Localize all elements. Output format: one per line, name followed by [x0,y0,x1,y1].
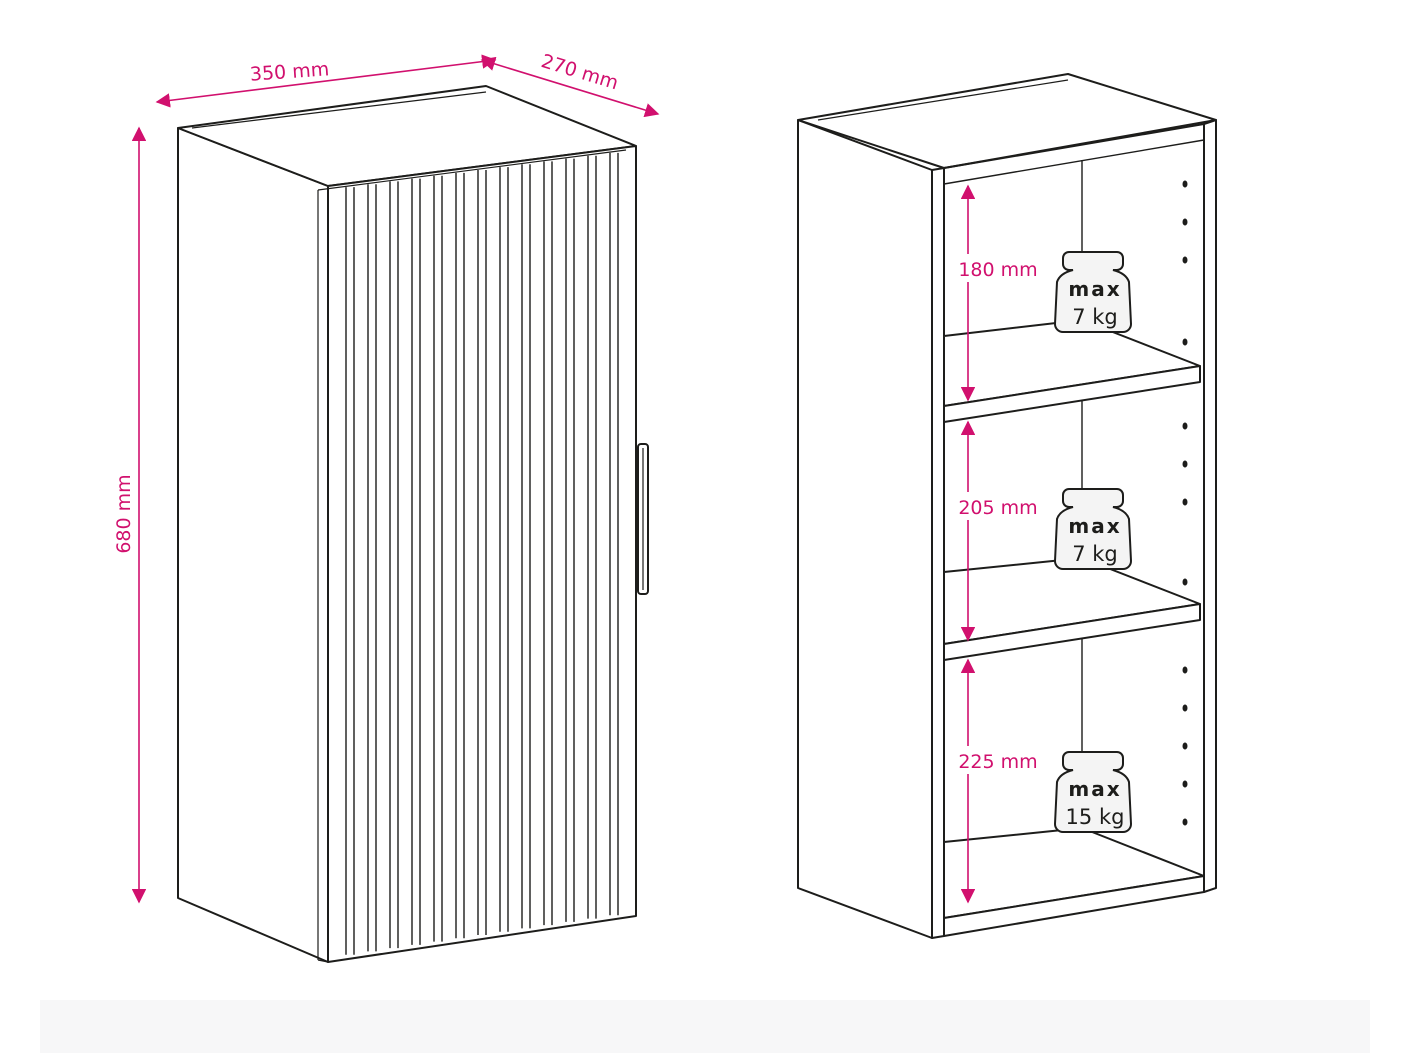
width-dimension-line [155,54,497,108]
door-flutes [345,152,619,955]
clearance-label-2: 205 mm [958,497,1037,519]
peg-hole [1182,742,1188,750]
clearance-labels: 180 mm 205 mm 225 mm [954,254,1042,774]
weight-icon: max 7 kg [1053,488,1133,570]
closed-cabinet [177,85,649,963]
shelf-2 [943,557,1201,661]
weight-icon: max 7 kg [1053,251,1133,333]
svg-text:7 kg: 7 kg [1072,305,1118,329]
weight-icon: max 15 kg [1053,751,1133,833]
cabinet-side-panel [177,127,329,963]
height-label: 680 mm [113,474,135,553]
open-cabinet-right-edge [1203,119,1217,893]
open-cabinet-side-panel [797,119,933,939]
peg-hole [1182,704,1188,712]
peg-hole [1182,218,1188,226]
peg-hole [1182,460,1188,468]
peg-hole [1182,180,1188,188]
svg-text:15 kg: 15 kg [1066,805,1125,829]
peg-hole [1182,578,1188,586]
peg-hole [1182,780,1188,788]
peg-hole [1182,338,1188,346]
clearance-label-3: 225 mm [958,751,1037,773]
overall-dimensions [131,54,660,904]
bottom-panel [943,827,1205,937]
svg-text:max: max [1068,514,1121,538]
svg-text:max: max [1068,277,1121,301]
clearance-label-1: 180 mm [958,259,1037,281]
peg-hole [1182,818,1188,826]
svg-text:7 kg: 7 kg [1072,542,1118,566]
open-cabinet-left-edge [931,167,945,939]
footer-band [40,1000,1370,1053]
svg-text:max: max [1068,777,1121,801]
peg-hole [1182,422,1188,430]
door-handle [637,443,649,595]
shelf-peg-holes [1182,180,1188,826]
depth-label: 270 mm [539,50,621,94]
peg-hole [1182,666,1188,674]
shelf-1 [943,319,1201,423]
open-cabinet [797,73,1217,939]
fluted-door [327,145,637,963]
depth-dimension-line [480,56,660,118]
peg-hole [1182,498,1188,506]
peg-hole [1182,256,1188,264]
